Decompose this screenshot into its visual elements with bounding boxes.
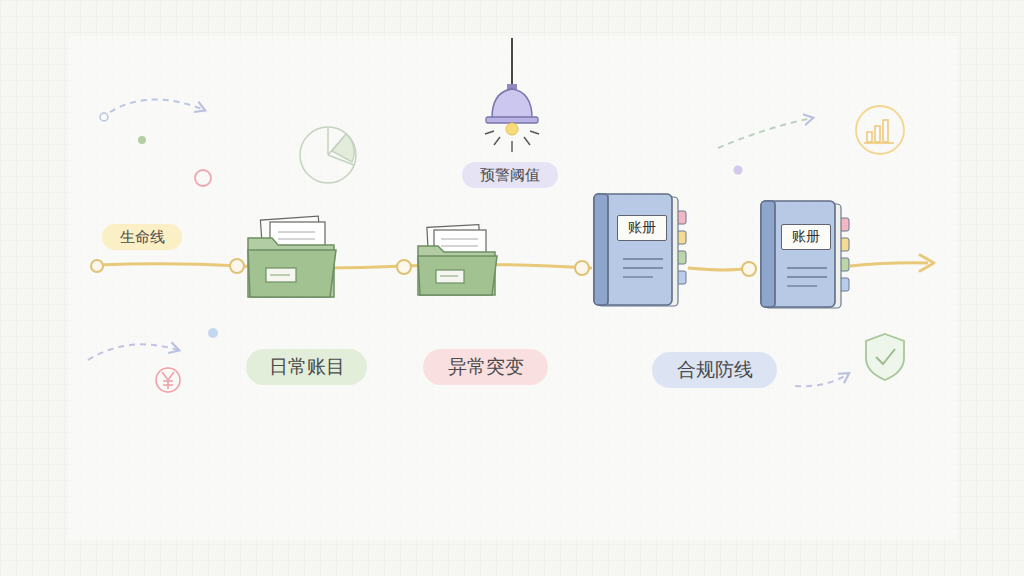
bar-chart-icon	[856, 106, 904, 154]
shield-icon	[866, 334, 904, 380]
ring	[195, 170, 211, 186]
dashed-arrow	[110, 99, 204, 112]
lifeline-tag: 生命线	[102, 224, 182, 250]
yen-icon	[156, 368, 180, 392]
book-title: 账册	[617, 215, 667, 241]
dot	[138, 136, 146, 144]
timeline-marker	[575, 261, 589, 275]
book-outline	[757, 200, 851, 312]
dot	[734, 166, 743, 175]
warning-lamp	[485, 38, 539, 152]
tag-text: 生命线	[120, 228, 165, 247]
lifeline	[97, 264, 592, 268]
book-outline	[590, 193, 688, 310]
dashed-arrow	[795, 374, 848, 386]
lifeline	[850, 263, 928, 266]
book-title: 账册	[781, 224, 831, 250]
dot	[100, 113, 108, 121]
stage-tag: 异常突变	[423, 349, 548, 385]
threshold-tag: 预警阈值	[462, 162, 558, 188]
stage-tag: 日常账目	[246, 349, 367, 385]
ledger-book: 账册	[757, 200, 851, 312]
timeline-marker	[397, 260, 411, 274]
ledger-book: 账册	[590, 193, 688, 310]
panel	[68, 36, 958, 540]
dot	[208, 328, 218, 338]
dashed-arrow	[88, 344, 178, 360]
tag-text: 日常账目	[269, 354, 345, 380]
folder-icon	[418, 225, 497, 295]
dashed-arrow	[718, 118, 812, 148]
stage-tag: 合规防线	[652, 352, 777, 388]
folder-icon	[248, 216, 336, 297]
timeline-marker	[91, 260, 103, 272]
pie-chart-icon	[300, 127, 356, 183]
timeline-marker	[230, 259, 244, 273]
lifeline-connector	[688, 268, 757, 270]
timeline-marker	[742, 262, 756, 276]
tag-text: 异常突变	[448, 354, 524, 380]
tag-text: 合规防线	[677, 357, 753, 383]
tag-text: 预警阈值	[480, 166, 540, 185]
arrowhead	[920, 255, 934, 271]
